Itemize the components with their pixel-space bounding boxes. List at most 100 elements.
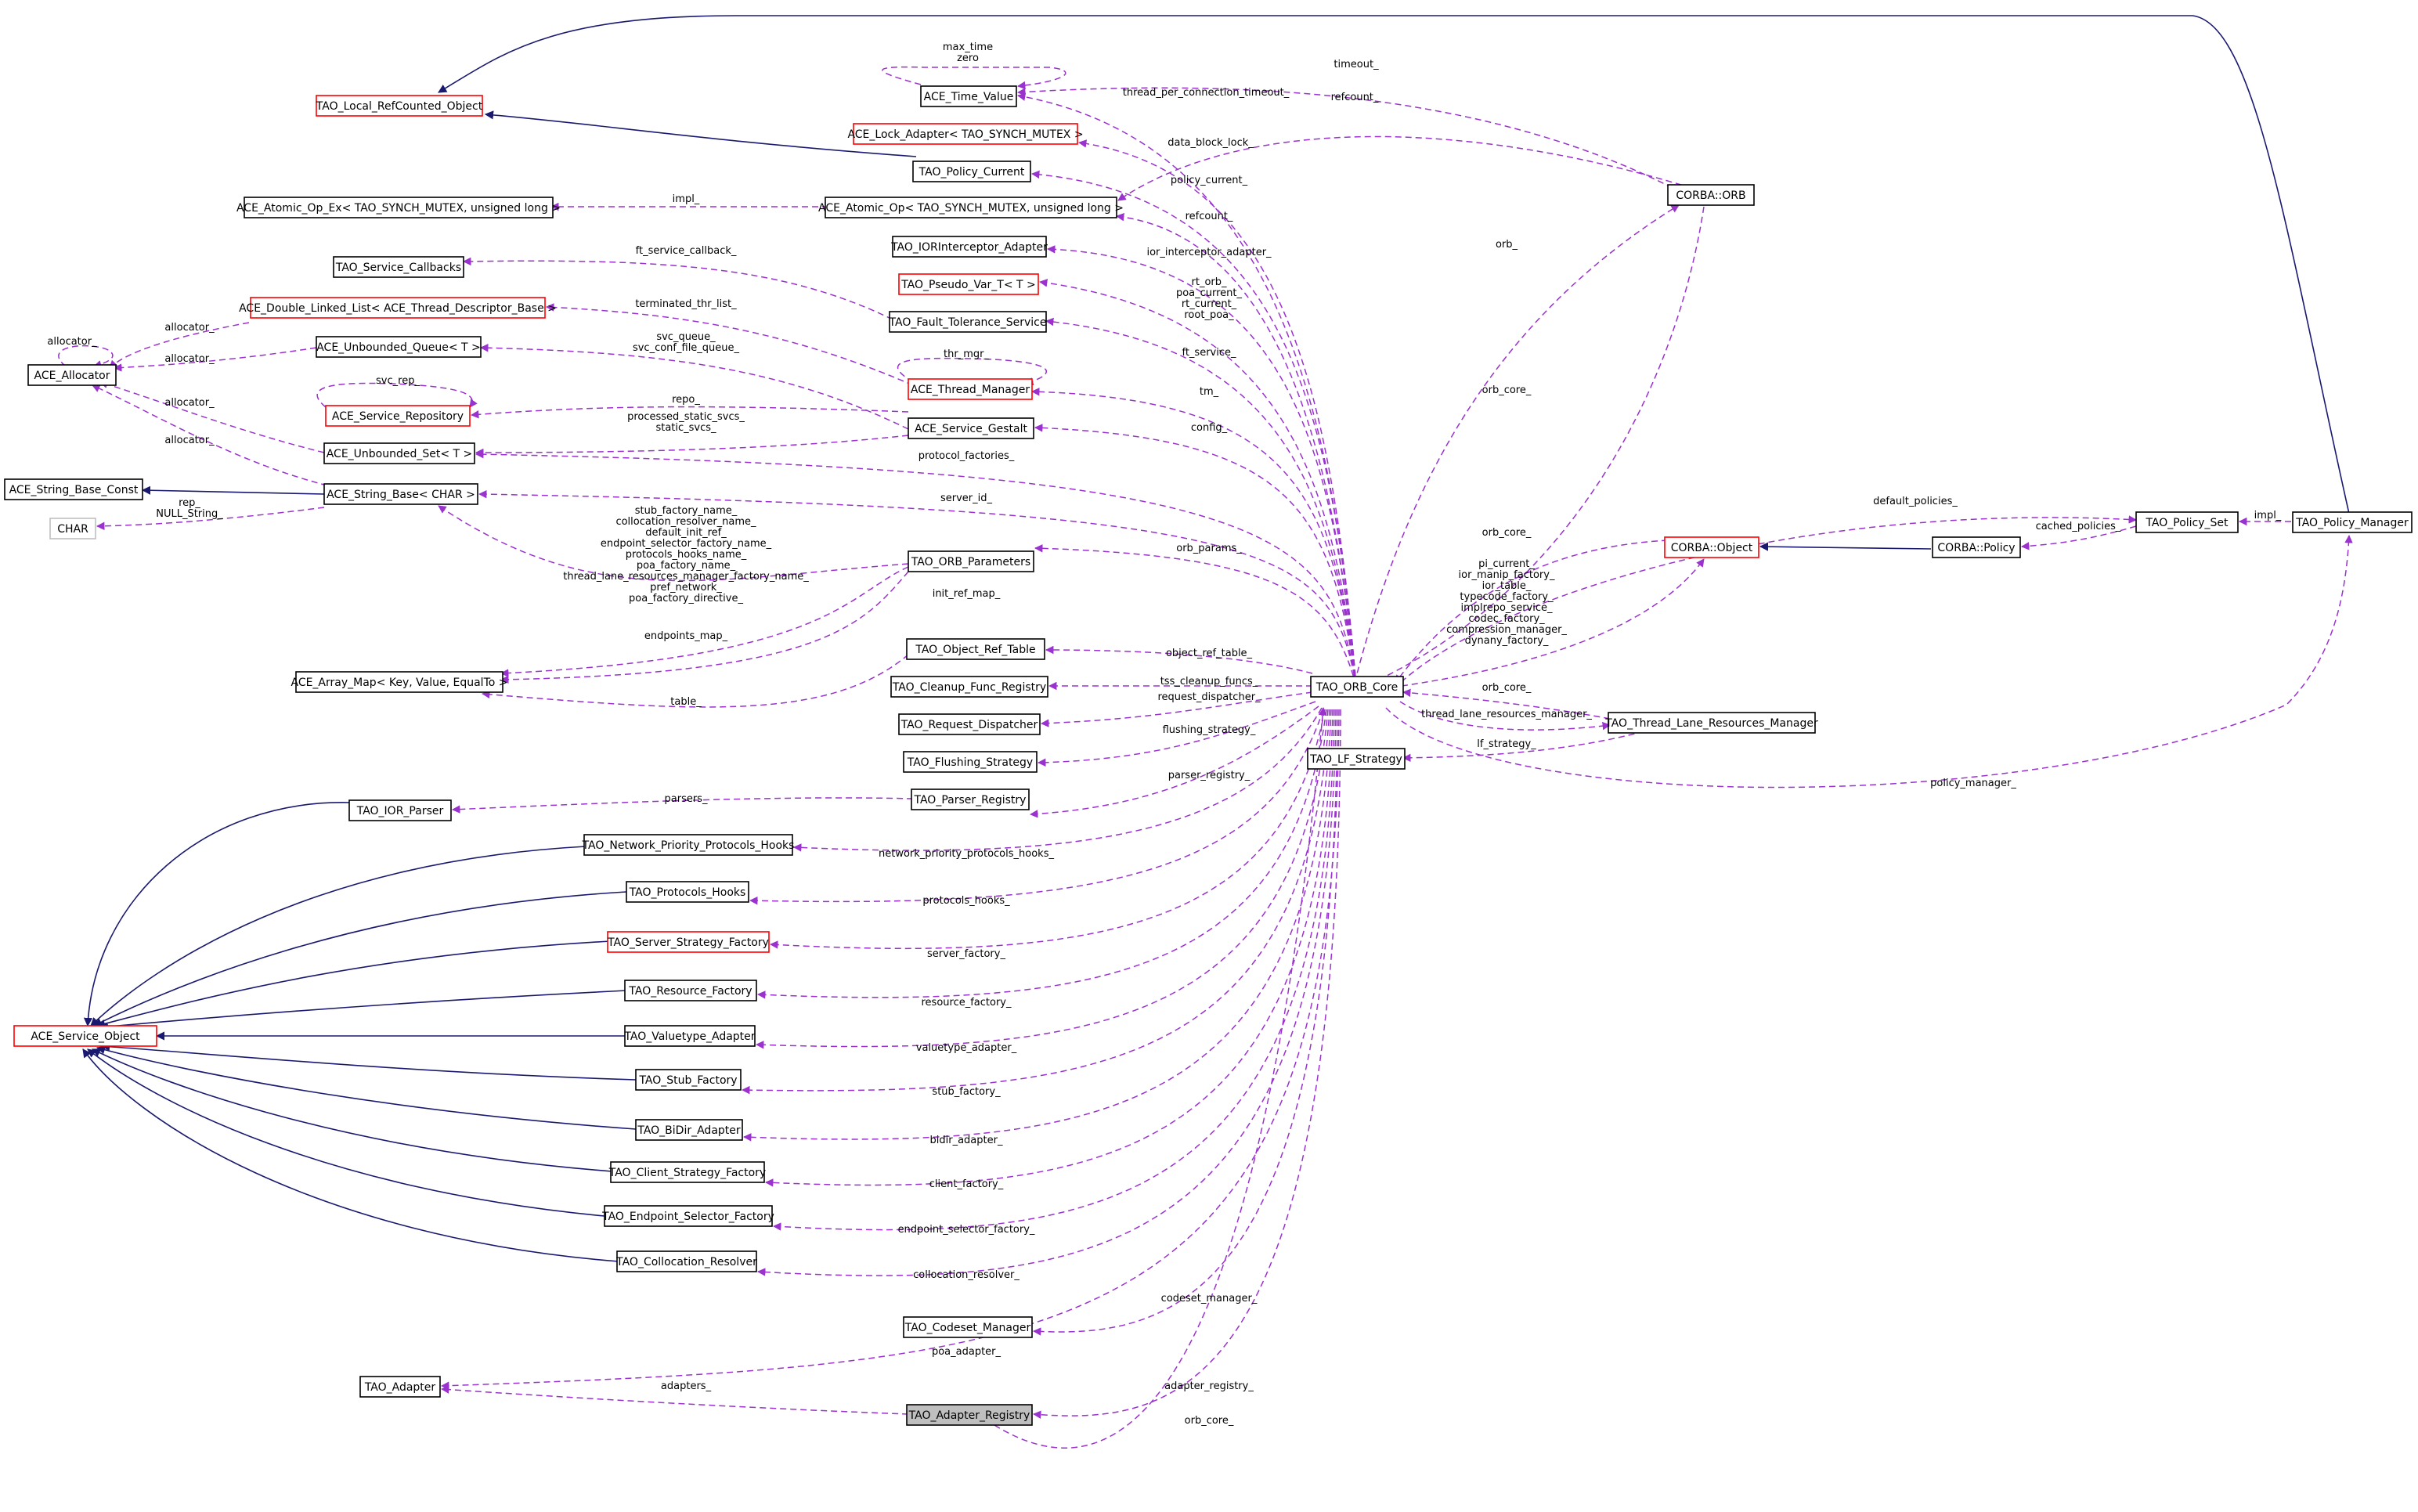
node-tao-server-strategy-factory[interactable]: TAO_Server_Strategy_Factory — [607, 931, 770, 953]
node-ace-service-gestalt[interactable]: ACE_Service_Gestalt — [908, 417, 1034, 439]
node-tao-object-ref-table[interactable]: TAO_Object_Ref_Table — [906, 638, 1045, 660]
node-ace-double-linked-list[interactable]: ACE_Double_Linked_List< ACE_Thread_Descr… — [239, 297, 557, 319]
edge-label-orb-params-strings: protocols_hooks_name_ — [626, 549, 747, 561]
svg-text:ACE_Time_Value: ACE_Time_Value — [924, 91, 1014, 103]
svg-text:TAO_Policy_Set: TAO_Policy_Set — [2145, 517, 2229, 529]
edge-core-thrmgr — [1030, 388, 1357, 687]
edge-ior-parser-to-svcobj — [83, 802, 352, 1027]
node-tao-flushing-strategy[interactable]: TAO_Flushing_Strategy — [903, 751, 1038, 773]
edge-core-registry — [1032, 709, 1341, 1419]
edge-registry-adapter — [440, 1385, 909, 1415]
edge-core-params — [1034, 544, 1357, 687]
edge-label-processed-static-svcs: processed_static_svcs_ — [627, 411, 745, 423]
node-tao-adapter[interactable]: TAO_Adapter — [359, 1376, 441, 1398]
node-tao-collocation-resolver[interactable]: TAO_Collocation_Resolver — [615, 1250, 757, 1272]
node-tao-policy-manager[interactable]: TAO_Policy_Manager — [2292, 511, 2413, 533]
node-ace-service-object[interactable]: ACE_Service_Object — [13, 1025, 157, 1047]
node-ace-allocator[interactable]: ACE_Allocator — [27, 364, 117, 386]
node-tao-endpoint-selector-factory[interactable]: TAO_Endpoint_Selector_Factory — [601, 1205, 774, 1227]
edge-label-orb-core-object: orb_core_ — [1482, 527, 1532, 539]
node-tao-ior-parser[interactable]: TAO_IOR_Parser — [348, 799, 452, 821]
node-tao-lf-strategy[interactable]: TAO_LF_Strategy — [1307, 748, 1406, 770]
node-corba-orb[interactable]: CORBA::ORB — [1667, 184, 1755, 206]
node-ace-unbounded-queue[interactable]: ACE_Unbounded_Queue< T > — [316, 336, 482, 358]
node-ace-lock-adapter[interactable]: ACE_Lock_Adapter< TAO_SYNCH_MUTEX > — [847, 123, 1084, 145]
edge-core-ft — [1045, 317, 1357, 687]
node-ace-atomic-op-ex[interactable]: ACE_Atomic_Op_Ex< TAO_SYNCH_MUTEX, unsig… — [236, 197, 561, 218]
node-tao-stub-factory[interactable]: TAO_Stub_Factory — [635, 1069, 742, 1091]
node-tao-iorinterceptor-adapter[interactable]: TAO_IORInterceptor_Adapter — [890, 236, 1048, 258]
edge-core-dispatcher — [1040, 691, 1313, 727]
edge-core-policy-current — [1030, 170, 1357, 687]
node-tao-protocols-hooks[interactable]: TAO_Protocols_Hooks — [626, 881, 749, 903]
svg-text:TAO_Server_Strategy_Factory: TAO_Server_Strategy_Factory — [607, 936, 769, 949]
edge-label-orb-params-strings: endpoint_selector_factory_name_ — [601, 538, 772, 550]
svg-text:TAO_ORB_Parameters: TAO_ORB_Parameters — [911, 556, 1030, 568]
edge-core-stringbase — [478, 489, 1357, 687]
node-ace-time-value[interactable]: ACE_Time_Value — [920, 85, 1017, 107]
edge-phooks-to-svcobj — [92, 891, 627, 1027]
node-tao-network-priority-protocols-hooks[interactable]: TAO_Network_Priority_Protocols_Hooks — [582, 834, 795, 856]
node-tao-cleanup-func-registry[interactable]: TAO_Cleanup_Func_Registry — [890, 676, 1048, 698]
edge-label-object-members: pi_current_ — [1478, 558, 1535, 570]
node-tao-service-callbacks[interactable]: TAO_Service_Callbacks — [333, 256, 464, 278]
edge-npph-to-svcobj — [90, 846, 586, 1027]
node-ace-string-base-const[interactable]: ACE_String_Base_Const — [4, 478, 143, 500]
edge-label-request-dispatcher: request_dispatcher_ — [1157, 691, 1261, 703]
node-tao-thread-lane-resources-manager[interactable]: TAO_Thread_Lane_Resources_Manager — [1604, 712, 1818, 734]
node-tao-parser-registry[interactable]: TAO_Parser_Registry — [911, 788, 1030, 810]
node-tao-policy-set[interactable]: TAO_Policy_Set — [2135, 511, 2239, 533]
node-tao-request-dispatcher[interactable]: TAO_Request_Dispatcher — [898, 713, 1041, 735]
edge-label-parsers: parsers_ — [665, 793, 708, 805]
svg-text:TAO_Adapter_Registry: TAO_Adapter_Registry — [908, 1409, 1030, 1422]
edge-core-flushing — [1037, 701, 1316, 767]
node-ace-thread-manager[interactable]: ACE_Thread_Manager — [908, 378, 1033, 400]
node-ace-service-repository[interactable]: ACE_Service_Repository — [325, 405, 471, 427]
node-tao-orb-core[interactable]: TAO_ORB_Core — [1310, 676, 1404, 698]
node-tao-codeset-manager[interactable]: TAO_Codeset_Manager — [903, 1316, 1033, 1338]
node-tao-adapter-registry[interactable]: TAO_Adapter_Registry — [906, 1404, 1033, 1426]
node-corba-policy[interactable]: CORBA::Policy — [1932, 536, 2021, 558]
node-char[interactable]: CHAR — [49, 518, 96, 539]
svg-text:TAO_IORInterceptor_Adapter: TAO_IORInterceptor_Adapter — [890, 241, 1048, 254]
node-tao-fault-tolerance-service[interactable]: TAO_Fault_Tolerance_Service — [889, 311, 1047, 333]
svg-text:ACE_Double_Linked_List< ACE_Th: ACE_Double_Linked_List< ACE_Thread_Descr… — [239, 302, 557, 315]
node-ace-string-base[interactable]: ACE_String_Base< CHAR > — [323, 483, 478, 505]
edge-core-esf — [772, 709, 1335, 1231]
edge-label-allocator-b: allocator_ — [164, 322, 215, 334]
node-tao-pseudo-var[interactable]: TAO_Pseudo_Var_T< T > — [898, 273, 1039, 295]
edge-core-collres — [756, 709, 1337, 1276]
node-tao-resource-factory[interactable]: TAO_Resource_Factory — [624, 980, 757, 1001]
node-tao-valuetype-adapter[interactable]: TAO_Valuetype_Adapter — [623, 1025, 756, 1047]
edge-label-data-block-lock: data_block_lock_ — [1167, 137, 1254, 149]
node-corba-object[interactable]: CORBA::Object — [1664, 536, 1759, 558]
edge-label-svc-rep: svc_rep_ — [376, 375, 420, 387]
node-tao-bidir-adapter[interactable]: TAO_BiDir_Adapter — [635, 1119, 743, 1141]
edge-label-pseudo-vars: rt_current_ — [1182, 298, 1237, 310]
node-ace-unbounded-set[interactable]: ACE_Unbounded_Set< T > — [323, 442, 475, 464]
edge-label-init-ref-map: init_ref_map_ — [933, 588, 1001, 600]
edge-core-ssf — [769, 709, 1326, 950]
edge-label-ior-interceptor-adapter: ior_interceptor_adapter_ — [1146, 247, 1272, 258]
edge-label-object-members: typecode_factory_ — [1460, 591, 1554, 603]
edge-policy-current-to-refcounted — [484, 110, 917, 157]
edge-core-parser — [1029, 705, 1319, 818]
edge-label-policy-manager: policy_manager_ — [1930, 778, 2016, 789]
edge-label-adapters: adapters_ — [661, 1380, 712, 1392]
edge-label-server-factory: server_factory_ — [927, 948, 1005, 960]
node-tao-policy-current[interactable]: TAO_Policy_Current — [912, 161, 1031, 182]
node-tao-local-refcounted-object[interactable]: TAO_Local_RefCounted_Object — [316, 95, 483, 117]
svg-text:TAO_Parser_Registry: TAO_Parser_Registry — [914, 794, 1027, 807]
svg-text:ACE_Unbounded_Set< T >: ACE_Unbounded_Set< T > — [327, 448, 473, 460]
edge-label-collocation-resolver: collocation_resolver_ — [913, 1269, 1020, 1281]
node-tao-client-strategy-factory[interactable]: TAO_Client_Strategy_Factory — [608, 1161, 766, 1183]
svg-text:ACE_Unbounded_Queue< T >: ACE_Unbounded_Queue< T > — [316, 341, 481, 354]
edge-core-npph — [792, 707, 1323, 852]
node-tao-orb-parameters[interactable]: TAO_ORB_Parameters — [908, 550, 1034, 572]
edge-label-default-policies: default_policies_ — [1873, 496, 1958, 507]
node-ace-array-map[interactable]: ACE_Array_Map< Key, Value, EqualTo > — [291, 671, 508, 693]
edge-label-valuetype-adapter: valuetype_adapter_ — [916, 1042, 1017, 1054]
svg-text:TAO_Service_Callbacks: TAO_Service_Callbacks — [335, 262, 461, 274]
edge-core-rf — [756, 709, 1327, 999]
node-ace-atomic-op[interactable]: ACE_Atomic_Op< TAO_SYNCH_MUTEX, unsigned… — [818, 197, 1124, 218]
